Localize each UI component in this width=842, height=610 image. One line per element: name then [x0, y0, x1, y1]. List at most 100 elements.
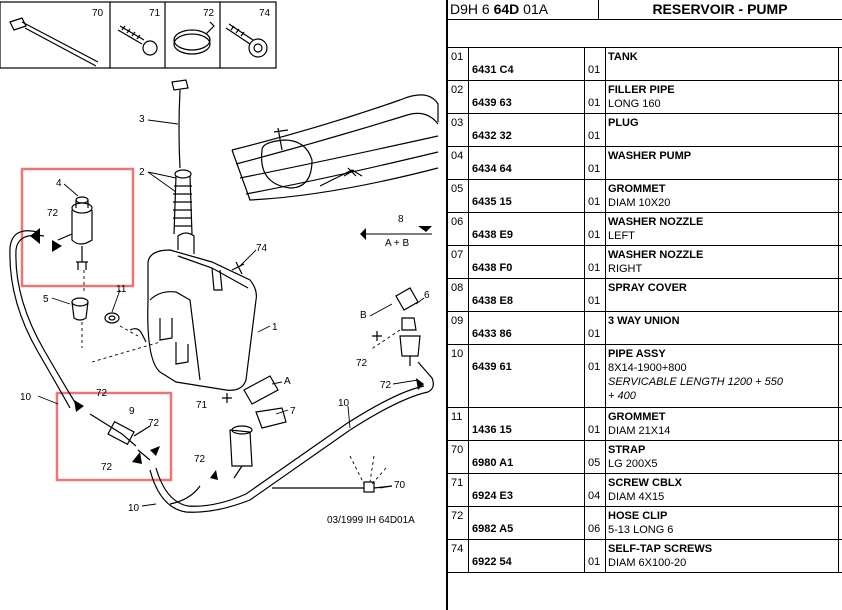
part-number[interactable]: 6438 F0 [472, 262, 513, 274]
part-spec: DIAM 10X20 [608, 197, 671, 209]
cell-part-number: 6434 64 [469, 147, 585, 179]
part-number[interactable]: 6439 61 [472, 361, 512, 373]
callout-10c: 10 [128, 503, 140, 514]
part-number[interactable]: 6924 E3 [472, 490, 513, 502]
cell-part-number: 6439 63 [469, 81, 585, 113]
part-number[interactable]: 6433 86 [472, 328, 512, 340]
part-name: WASHER NOZZLE [608, 249, 704, 261]
strap-icon [9, 17, 99, 67]
cell-description: 3 WAY UNION [606, 312, 839, 344]
hardware-label-74: 74 [259, 8, 271, 19]
cell-qty: 01 [585, 81, 606, 113]
header-separator [598, 0, 599, 20]
cell-part-number: 6438 E8 [469, 279, 585, 311]
part-number[interactable]: 6438 E8 [472, 295, 513, 307]
quantity: 01 [588, 328, 601, 340]
quantity: 01 [588, 163, 601, 175]
callout-B: B [360, 310, 367, 321]
washer-pump-drawing [57, 196, 93, 270]
item-index: 10 [451, 348, 464, 360]
cell-part-number: 6435 15 [469, 180, 585, 212]
table-row[interactable]: 04 6434 64 01 WASHER PUMP [448, 147, 842, 180]
part-number[interactable]: 6980 A1 [472, 457, 514, 469]
diagram-svg: 70 71 72 74 3 2 4 72 5 11 74 1 8 A + B B… [0, 1, 439, 526]
bumper-outline [231, 94, 439, 201]
part-spec: LG 200X5 [608, 458, 658, 470]
cell-qty: 01 [585, 246, 606, 278]
item-index: 07 [451, 249, 464, 261]
callout-A: A [284, 376, 291, 387]
cell-index: 11 [448, 408, 469, 440]
part-number[interactable]: 1436 15 [472, 424, 512, 436]
ref-bold: 64D [493, 1, 520, 17]
part-name: TANK [608, 51, 638, 63]
cell-qty: 01 [585, 540, 606, 572]
quantity: 01 [588, 64, 601, 76]
callout-11: 11 [116, 284, 127, 295]
part-number[interactable]: 6435 15 [472, 196, 512, 208]
part-name: STRAP [608, 444, 646, 456]
cell-qty: 01 [585, 345, 606, 407]
grommet-11-drawing [104, 312, 120, 324]
part-number[interactable]: 6431 C4 [472, 64, 514, 76]
callout-72d: 72 [96, 388, 108, 399]
item-index: 04 [451, 150, 464, 162]
cell-qty: 01 [585, 180, 606, 212]
cell-qty: 05 [585, 441, 606, 473]
cell-qty: 04 [585, 474, 606, 506]
part-spec: LEFT [608, 230, 635, 242]
callout-6: 6 [424, 290, 430, 301]
dashed-guide-lines [81, 270, 401, 485]
cell-part-number: 6982 A5 [469, 507, 585, 539]
item-index: 71 [451, 477, 464, 489]
part-name: SCREW CBLX [608, 477, 682, 489]
part-number[interactable]: 6432 32 [472, 130, 512, 142]
callout-10b: 10 [338, 398, 350, 409]
item-index: 01 [451, 51, 464, 63]
part-number[interactable]: 6439 63 [472, 97, 512, 109]
table-row[interactable]: 01 6431 C4 01 TANK [448, 48, 842, 81]
cell-qty: 01 [585, 279, 606, 311]
cell-index: 72 [448, 507, 469, 539]
cell-qty: 01 [585, 213, 606, 245]
callout-8-ab: A + B [385, 238, 410, 249]
part-name: 3 WAY UNION [608, 315, 680, 327]
cell-description: WASHER PUMP [606, 147, 839, 179]
cell-index: 01 [448, 48, 469, 80]
cross-markers [222, 331, 382, 403]
cell-index: 70 [448, 441, 469, 473]
part-number[interactable]: 6434 64 [472, 163, 512, 175]
callout-74: 74 [256, 243, 268, 254]
part-spec: DIAM 21X14 [608, 425, 671, 437]
part-name: SPRAY COVER [608, 282, 687, 294]
cell-part-number: 6438 F0 [469, 246, 585, 278]
highlight-box-union [55, 391, 173, 482]
cell-qty: 01 [585, 408, 606, 440]
part-number[interactable]: 6438 E9 [472, 229, 513, 241]
callout-71: 71 [196, 400, 208, 411]
self-tap-screw-icon [225, 23, 268, 58]
part-number[interactable]: 6982 A5 [472, 523, 514, 535]
part-number[interactable]: 6922 54 [472, 556, 512, 568]
callout-72a: 72 [47, 208, 59, 219]
cell-index: 07 [448, 246, 469, 278]
cell-index: 05 [448, 180, 469, 212]
item-index: 72 [451, 510, 464, 522]
part-name: FILLER PIPE [608, 84, 675, 96]
